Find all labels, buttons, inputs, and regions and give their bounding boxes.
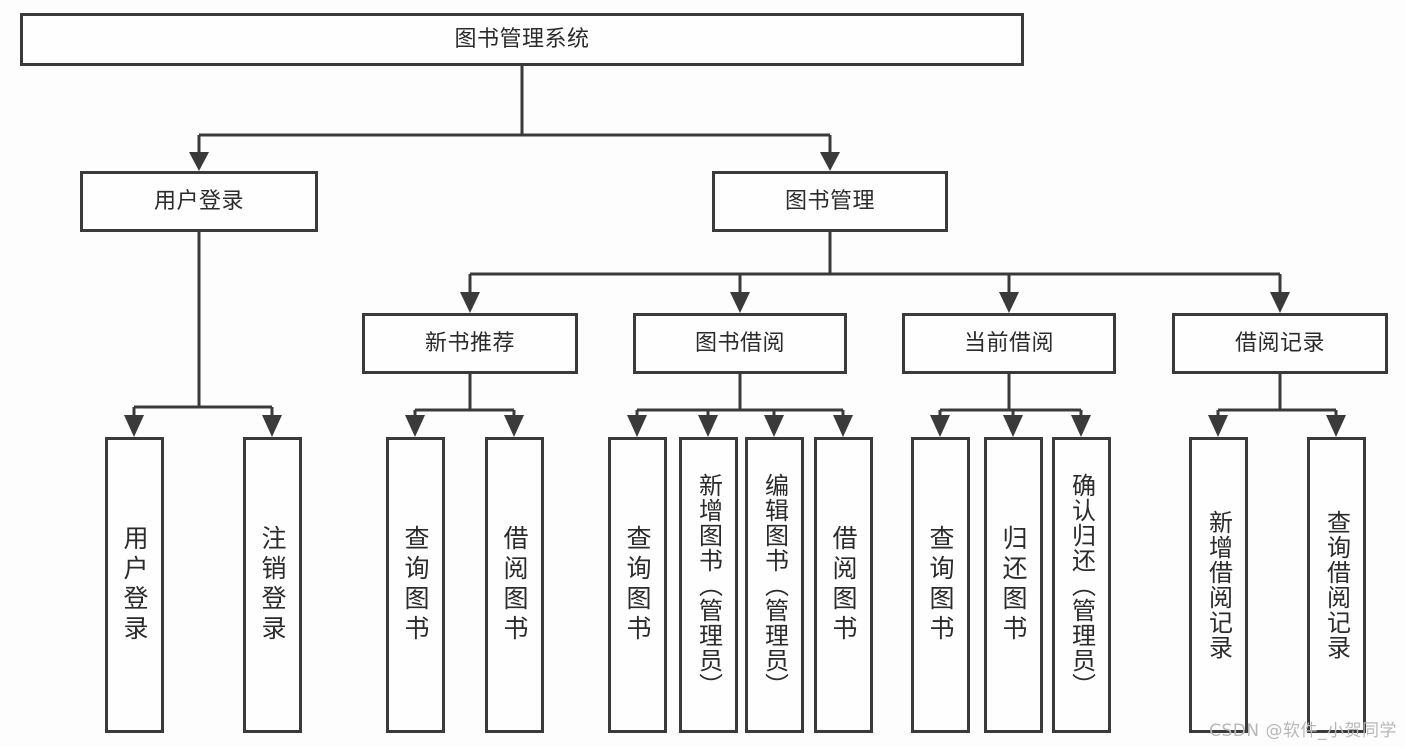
node-label: 借阅记录 (1234, 330, 1325, 356)
node-level3-0[interactable]: 新书推荐 (362, 313, 578, 374)
node-leaf-8[interactable]: 查询图书 (911, 437, 970, 733)
node-label: 编辑图书（管理员） (760, 472, 789, 698)
node-label: 借阅图书 (500, 525, 529, 645)
node-label: 借阅图书 (829, 525, 858, 645)
node-label: 图书借阅 (694, 330, 785, 356)
node-leaf-12[interactable]: 查询借阅记录 (1307, 437, 1366, 733)
csdn-watermark: CSDN @软件_小贺同学 (1209, 721, 1397, 741)
node-root-system[interactable]: 图书管理系统 (20, 13, 1024, 66)
node-leaf-11[interactable]: 新增借阅记录 (1189, 437, 1248, 733)
node-leaf-1[interactable]: 注销登录 (243, 437, 302, 733)
node-level2-0[interactable]: 用户登录 (80, 171, 318, 232)
node-label: 用户登录 (120, 525, 149, 645)
node-label: 图书管理系统 (454, 26, 590, 52)
node-label: 新增图书（管理员） (694, 472, 723, 698)
node-leaf-9[interactable]: 归还图书 (984, 437, 1043, 733)
node-level3-3[interactable]: 借阅记录 (1172, 313, 1388, 374)
node-label: 注销登录 (258, 525, 287, 645)
node-label: 查询借阅记录 (1322, 510, 1351, 660)
node-leaf-5[interactable]: 新增图书（管理员） (679, 437, 738, 733)
node-label: 查询图书 (926, 525, 955, 645)
node-label: 查询图书 (401, 525, 430, 645)
node-label: 新书推荐 (424, 330, 515, 356)
node-label: 查询图书 (623, 525, 652, 645)
node-level2-1[interactable]: 图书管理 (712, 171, 948, 232)
node-level3-2[interactable]: 当前借阅 (902, 313, 1116, 374)
node-label: 确认归还（管理员） (1067, 472, 1096, 698)
node-leaf-6[interactable]: 编辑图书（管理员） (745, 437, 804, 733)
node-leaf-4[interactable]: 查询图书 (608, 437, 667, 733)
node-leaf-2[interactable]: 查询图书 (386, 437, 445, 733)
node-leaf-7[interactable]: 借阅图书 (814, 437, 873, 733)
node-level3-1[interactable]: 图书借阅 (633, 313, 847, 374)
node-label: 新增借阅记录 (1204, 510, 1233, 660)
node-label: 用户登录 (153, 188, 244, 214)
node-label: 图书管理 (784, 188, 875, 214)
node-label: 归还图书 (999, 525, 1028, 645)
node-leaf-3[interactable]: 借阅图书 (485, 437, 544, 733)
node-label: 当前借阅 (963, 330, 1054, 356)
node-leaf-0[interactable]: 用户登录 (105, 437, 164, 733)
node-leaf-10[interactable]: 确认归还（管理员） (1052, 437, 1111, 733)
